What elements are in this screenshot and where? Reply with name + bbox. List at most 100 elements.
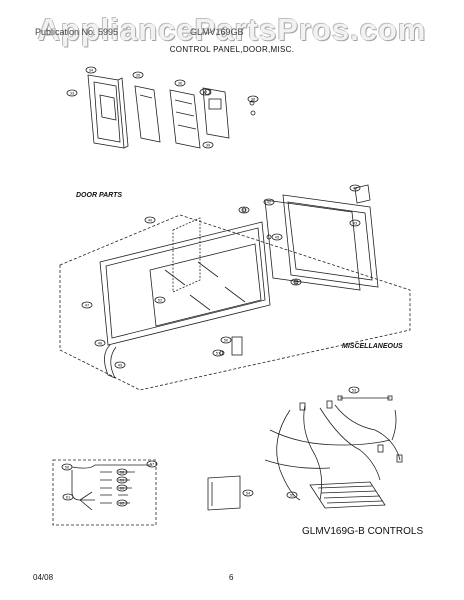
door-group-boundary — [59, 214, 411, 391]
publication-number: Publication No. 5995 — [35, 27, 119, 37]
wire — [276, 409, 301, 501]
control-panel-inner — [93, 81, 121, 143]
door-screw-2 — [293, 279, 299, 285]
door-trim — [282, 194, 379, 288]
wire-2 — [303, 404, 323, 501]
hardware-kit-box: 56 57 58 59 60 61 62 — [52, 459, 158, 526]
model-number: GLMV169GB — [190, 27, 244, 37]
callout-bubble — [62, 493, 74, 501]
callout-bubble — [116, 476, 128, 484]
door-hinge — [231, 336, 243, 356]
hardware-box-border — [52, 459, 157, 526]
callout-bubble — [61, 463, 73, 471]
switch-block — [208, 98, 222, 110]
callout-misc-6: 58 — [120, 470, 125, 475]
screw-leaders — [100, 471, 112, 504]
callout-bubble — [116, 499, 128, 507]
switch-bracket — [202, 87, 230, 139]
callout-bubble — [132, 71, 144, 79]
callout-misc-7: 59 — [120, 478, 125, 483]
control-panel-side — [117, 77, 129, 149]
wire-3 — [319, 407, 381, 481]
callout-misc-4: 56 — [65, 465, 70, 470]
callout-bubble — [85, 66, 97, 74]
callout-bubble — [154, 296, 166, 304]
wire-5 — [269, 429, 391, 446]
footer-page-number: 6 — [229, 573, 234, 582]
callout-door-12: 51 — [216, 351, 221, 356]
callout-misc-1: 53 — [352, 388, 357, 393]
rack-wires — [317, 485, 384, 504]
door-frame-inner — [105, 227, 266, 339]
miscellaneous-parts: 53 54 55 — [207, 386, 403, 511]
callout-panel-5: 37 — [203, 90, 208, 95]
callout-misc-5: 57 — [150, 462, 155, 467]
door-parts-label: DOOR PARTS — [76, 192, 123, 199]
callout-door-7: 46 — [294, 280, 299, 285]
board-traces — [174, 99, 197, 130]
callout-panel-4: 36 — [178, 81, 183, 86]
miscellaneous-label: MISCELLANEOUS — [342, 343, 403, 350]
screws — [118, 471, 135, 504]
callout-panel-3: 35 — [136, 73, 141, 78]
callout-door-11: 50 — [224, 338, 229, 343]
callout-bubble — [290, 278, 302, 286]
panel-screw-2 — [249, 100, 255, 106]
harness-connector-4 — [396, 454, 403, 463]
door-frame — [99, 221, 271, 346]
callout-bubble — [116, 468, 128, 476]
door-screen — [149, 243, 262, 327]
watermark: AppliancePartsPros.com — [37, 12, 427, 47]
callout-door-5: 44 — [353, 186, 358, 191]
callout-bubble — [242, 489, 254, 497]
callout-bubble — [247, 95, 259, 103]
wire-7 — [391, 409, 397, 441]
callout-bubble — [349, 184, 361, 192]
door-glass — [264, 199, 361, 291]
callout-door-2: 41 — [242, 208, 247, 213]
callout-bubble — [348, 386, 360, 394]
callout-door-6: 45 — [275, 235, 280, 240]
toggle-bolt — [79, 491, 95, 511]
callout-panel-2: 34 — [89, 68, 94, 73]
bracket-line — [71, 464, 152, 469]
callout-bubble — [146, 460, 158, 468]
door-latch — [354, 184, 371, 204]
callout-bubble — [116, 484, 128, 492]
door-screw-3 — [266, 234, 272, 240]
callout-bubble — [286, 491, 298, 499]
fuse-end-2 — [387, 395, 393, 401]
callout-bubble — [271, 233, 283, 241]
wire-4 — [334, 404, 401, 461]
door-screw — [241, 207, 247, 213]
callout-door-3: 42 — [267, 200, 272, 205]
diagram-title: CONTROL PANEL,DOOR,MISC. — [169, 45, 295, 54]
keypad-membrane — [134, 85, 161, 143]
callout-misc-3: 55 — [290, 493, 295, 498]
panel-screw-3 — [250, 110, 256, 116]
callout-door-10: 49 — [118, 363, 123, 368]
callout-bubble — [202, 141, 214, 149]
control-panel-frame — [87, 74, 125, 149]
door-choke — [172, 217, 201, 293]
fuse-end — [337, 395, 343, 401]
controls-label: GLMV169G-B CONTROLS — [302, 526, 424, 537]
callout-bubble — [263, 198, 275, 206]
callout-misc-9: 61 — [66, 495, 71, 500]
callout-bubble — [349, 219, 361, 227]
harness-connector-3 — [377, 444, 384, 453]
callout-bubble — [174, 79, 186, 87]
callout-misc-10: 62 — [120, 501, 125, 506]
control-board — [169, 89, 201, 149]
wire-6 — [264, 459, 331, 469]
callout-bubble — [238, 206, 250, 214]
callout-misc-2: 54 — [246, 491, 251, 496]
callout-bubble — [81, 301, 93, 309]
cooking-rack — [309, 481, 386, 509]
callout-panel-6: 38 — [251, 97, 256, 102]
hook-line — [71, 470, 81, 501]
control-panel-assembly: 33 34 35 36 37 38 39 — [66, 66, 259, 149]
callout-door-1: 40 — [148, 218, 153, 223]
callout-bubble — [144, 216, 156, 224]
